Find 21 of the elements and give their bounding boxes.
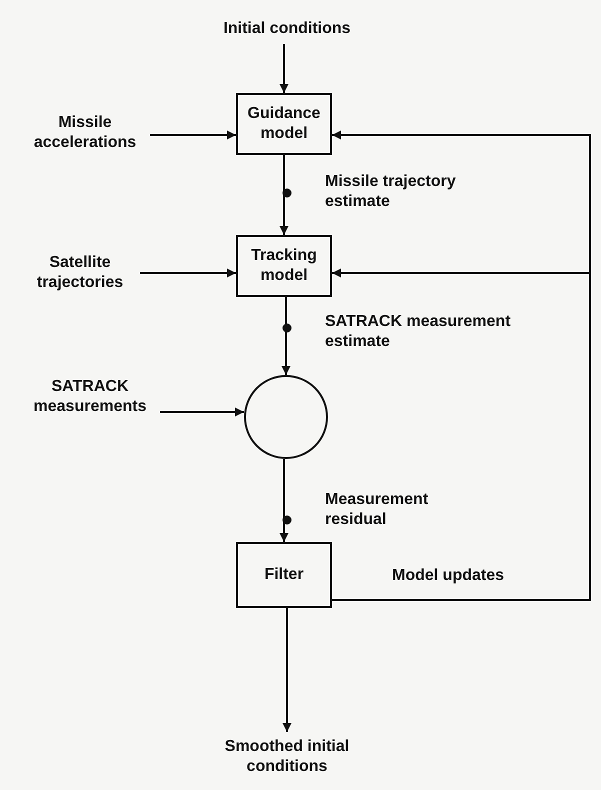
arrow — [280, 155, 288, 235]
arrow — [150, 130, 236, 140]
arrow — [140, 268, 236, 278]
arrow — [160, 408, 244, 416]
input-text: Smoothed initial conditions — [187, 732, 387, 782]
input-text: SATRACK measurements — [20, 372, 160, 422]
edge-label: Measurement residual — [325, 490, 430, 530]
arrow — [282, 608, 292, 732]
process-box: Guidance model — [236, 93, 332, 155]
process-box: Tracking model — [236, 235, 332, 297]
edge-label: Missile trajectory estimate — [325, 172, 457, 212]
arrow — [280, 459, 288, 542]
arrow — [332, 268, 591, 601]
arrow — [282, 297, 290, 375]
input-text: Satellite trajectories — [20, 248, 140, 298]
edge-label: SATRACK measurement estimate — [325, 312, 512, 352]
arrow — [280, 44, 288, 93]
input-text: Initial conditions — [197, 14, 377, 44]
edge-label: Model updates — [392, 566, 506, 586]
input-text: Missile accelerations — [20, 108, 150, 158]
process-box: Filter — [236, 542, 332, 608]
